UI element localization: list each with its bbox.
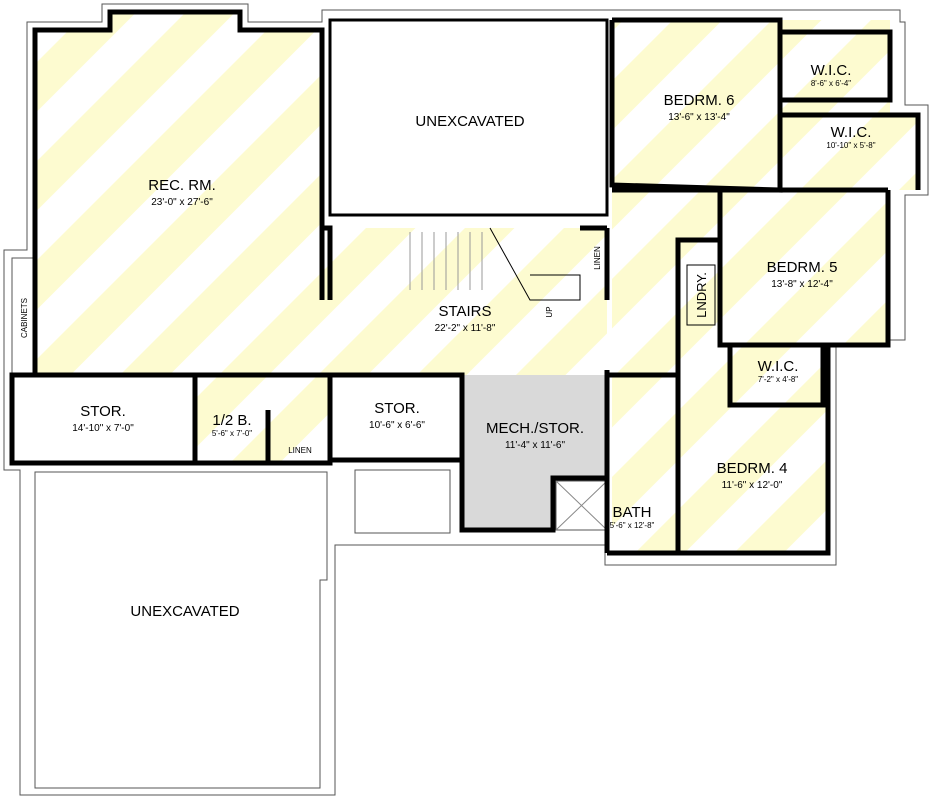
unexcavated-bottom-label: UNEXCAVATED xyxy=(130,603,239,620)
exterior-outline xyxy=(3,3,929,796)
bedrm-4-dimensions: 11'-6" x 12'-0" xyxy=(722,480,783,491)
wic-1-dimensions: 8'-6" x 6'-4" xyxy=(811,79,851,88)
wic-2-dimensions: 10'-10" x 5'-8" xyxy=(826,141,875,150)
stairs-area xyxy=(322,228,607,375)
laundry-label: LNDRY. xyxy=(694,272,709,318)
bedrm-6-label: BEDRM. 6 xyxy=(664,92,735,109)
bath-dimensions: 5'-6" x 12'-8" xyxy=(610,521,655,530)
mech-stor-label: MECH./STOR. xyxy=(486,420,584,437)
mech-stor-area xyxy=(462,375,607,530)
unexcavated-bottom-area xyxy=(34,471,328,789)
stor-left-label: STOR. xyxy=(80,403,126,420)
mech-stor-dimensions: 11'-4" x 11'-6" xyxy=(505,440,565,451)
wic-3-dimensions: 7'-2" x 4'-8" xyxy=(758,375,798,384)
wic-3-label: W.I.C. xyxy=(758,358,799,375)
unexcavated-small xyxy=(354,469,451,534)
wic-2-label: W.I.C. xyxy=(831,124,872,141)
unexcavated-top-area xyxy=(328,18,609,217)
bedrm-4-label: BEDRM. 4 xyxy=(717,460,788,477)
stor-mid-dimensions: 10'-6" x 6'-6" xyxy=(369,420,425,431)
bedrm-5-label: BEDRM. 5 xyxy=(767,259,838,276)
stair-treads xyxy=(409,232,483,290)
linen-label: LINEN xyxy=(288,446,312,455)
bath-label: BATH xyxy=(613,504,652,521)
cabinets-label: CABINETS xyxy=(20,298,29,338)
half-bath-dimensions: 5'-6" x 7'-0" xyxy=(212,429,252,438)
bedrm-5-dimensions: 13'-8" x 12'-4" xyxy=(771,279,833,290)
rec-rm-dimensions: 23'-0" x 27'-6" xyxy=(151,197,213,208)
rec-rm-label: REC. RM. xyxy=(148,177,216,194)
linen-hall-label: LINEN xyxy=(593,246,602,270)
bedrm-6-dimensions: 13'-6" x 13'-4" xyxy=(668,112,730,123)
wic-1-label: W.I.C. xyxy=(811,62,852,79)
stairs-dimensions: 22'-2" x 11'-8" xyxy=(435,323,496,334)
stor-left-dimensions: 14'-10" x 7'-0" xyxy=(72,423,134,434)
half-bath-area xyxy=(195,375,330,463)
half-bath-label: 1/2 B. xyxy=(212,412,251,429)
stairs-label: STAIRS xyxy=(438,303,491,320)
stor-mid-label: STOR. xyxy=(374,400,420,417)
laundry-machines xyxy=(686,264,716,326)
rec-rm-area xyxy=(35,12,322,375)
right-wing-area xyxy=(612,20,918,553)
unexcavated-top-label: UNEXCAVATED xyxy=(415,113,524,130)
stairs-up-label: UP xyxy=(545,306,554,317)
